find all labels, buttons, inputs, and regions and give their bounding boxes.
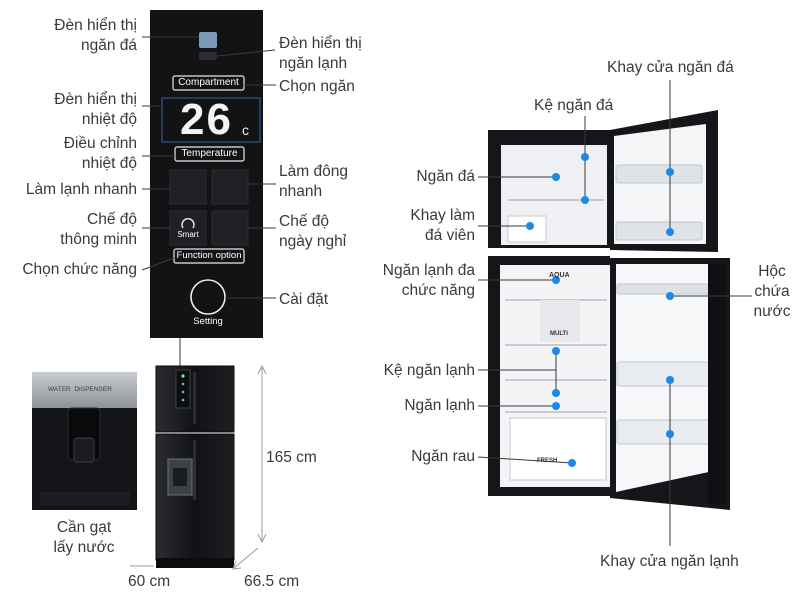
function-option-label[interactable]: Function option (176, 250, 242, 261)
smart-button (169, 210, 207, 246)
dispenser-lever (73, 437, 95, 463)
temperature-display (161, 97, 261, 143)
dimension-depth: 66.5 cm (244, 573, 300, 590)
dimension-lines (130, 364, 267, 570)
holiday-button (211, 210, 249, 246)
ice-indicator-icon (199, 32, 217, 48)
dispenser-panel-text: WATER DISPENSER (48, 386, 112, 393)
label-multi-cool: Ngăn lạnh đa chức năng (382, 262, 475, 299)
temperature-button (174, 146, 245, 162)
dispenser-closeup (32, 372, 137, 510)
multi-label: MULTI (550, 331, 568, 337)
function-option-button (173, 248, 245, 264)
fridge-open (488, 110, 730, 510)
label-fridge-indicator: Đèn hiển thị ngăn lạnh (279, 35, 362, 72)
label-quick-cool: Làm lạnh nhanh (25, 181, 137, 198)
label-ice-indicator: Đèn hiển thị ngăn đá (54, 17, 137, 54)
label-choose-compartment: Chọn ngăn (279, 78, 355, 95)
temperature-readout: 26 (180, 95, 233, 144)
panel-leader-lines (141, 36, 276, 368)
label-fridge-door-tray: Khay cửa ngăn lạnh (600, 553, 739, 570)
fresh-label: FRESH (537, 458, 558, 464)
label-temp-indicator: Đèn hiển thị nhiệt độ (54, 91, 137, 128)
label-dispenser-lever: Cần gạt lấy nước (53, 519, 115, 556)
fridge-dots (526, 153, 674, 467)
temperature-button-label[interactable]: Temperature (181, 148, 238, 159)
dimension-height: 165 cm (266, 449, 317, 466)
smart-button-label[interactable]: Smart (177, 230, 199, 239)
label-quick-freeze: Làm đông nhanh (279, 163, 348, 200)
control-panel (150, 10, 263, 338)
label-water-box: Hộc chứa nước (753, 263, 791, 320)
label-fridge: Ngăn lạnh (404, 397, 475, 414)
setting-button-label[interactable]: Setting (193, 316, 223, 327)
label-freezer-shelf: Kệ ngăn đá (534, 97, 614, 114)
label-freezer: Ngăn đá (416, 168, 475, 185)
label-temp-adjust: Điều chỉnh nhiệt độ (63, 135, 137, 172)
setting-button (190, 279, 226, 315)
quick-cool-button (169, 169, 207, 205)
label-veg-drawer: Ngăn rau (411, 448, 475, 465)
temperature-unit: c (242, 122, 249, 138)
label-setting: Cài đặt (279, 291, 329, 308)
compartment-button (172, 75, 245, 91)
fridge-exterior (155, 365, 235, 568)
quick-freeze-button (211, 169, 249, 205)
label-holiday-mode: Chế độ ngày nghỉ (279, 213, 347, 250)
compartment-button-label[interactable]: Compartment (178, 77, 239, 88)
label-ice-tray: Khay làm đá viên (410, 207, 475, 244)
label-smart-mode: Chế độ thông minh (60, 211, 137, 248)
label-freezer-door-tray: Khay cửa ngăn đá (607, 59, 734, 76)
label-fridge-shelf: Kệ ngăn lạnh (383, 362, 475, 379)
aqua-logo: AQUA (549, 272, 570, 279)
label-choose-function: Chọn chức năng (22, 261, 137, 278)
dimension-width: 60 cm (128, 573, 171, 590)
